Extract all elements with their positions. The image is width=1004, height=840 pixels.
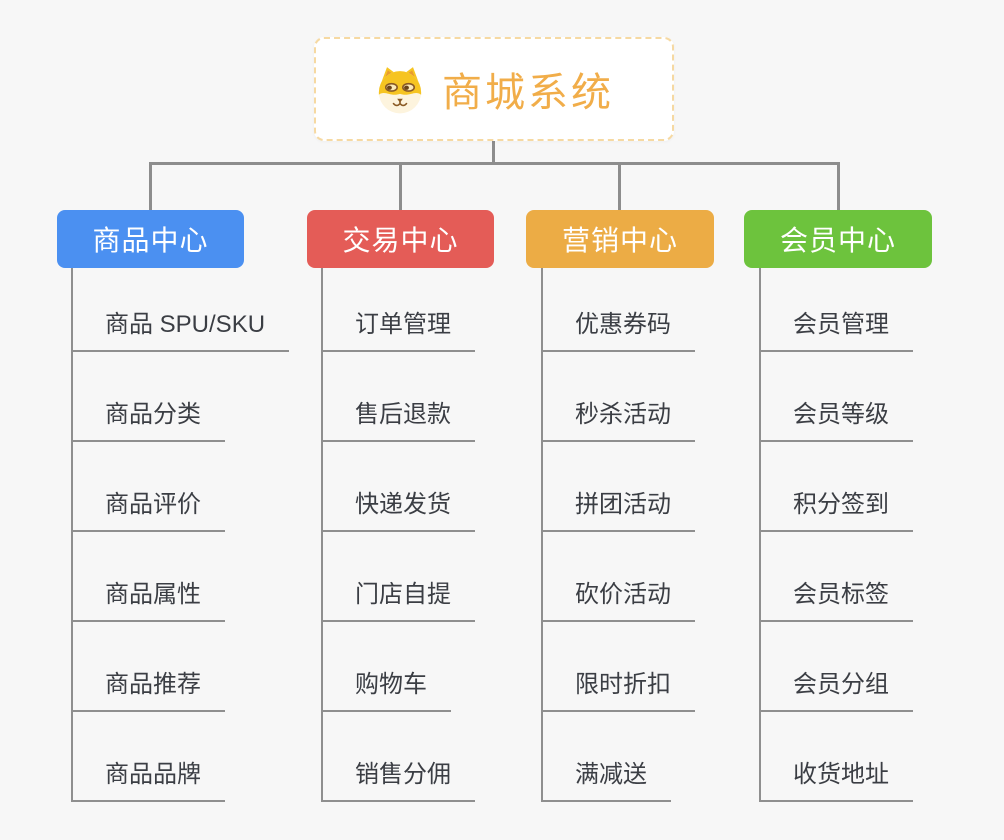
leaf-node[interactable]: 砍价活动	[541, 578, 695, 622]
branch-spine	[321, 268, 323, 802]
branch-drop-connector	[149, 162, 152, 210]
leaf-node[interactable]: 快递发货	[321, 488, 475, 532]
branch-node-member-center[interactable]: 会员中心	[744, 210, 932, 268]
doge-icon	[378, 67, 422, 114]
branch-spine	[541, 268, 543, 802]
leaf-node[interactable]: 积分签到	[759, 488, 913, 532]
leaf-node[interactable]: 收货地址	[759, 758, 913, 802]
leaf-node[interactable]: 商品品牌	[71, 758, 225, 802]
leaf-node[interactable]: 订单管理	[321, 308, 475, 352]
leaf-node[interactable]: 满减送	[541, 758, 671, 802]
leaf-node[interactable]: 会员管理	[759, 308, 913, 352]
root-node[interactable]: 商城系统	[314, 37, 674, 141]
branch-drop-connector	[399, 162, 402, 210]
branch-node-product-center[interactable]: 商品中心	[57, 210, 244, 268]
leaf-node[interactable]: 优惠券码	[541, 308, 695, 352]
branch-node-marketing-center[interactable]: 营销中心	[526, 210, 714, 268]
root-stem-connector	[492, 140, 495, 165]
leaf-node[interactable]: 会员标签	[759, 578, 913, 622]
branch-drop-connector	[837, 162, 840, 210]
leaf-node[interactable]: 会员等级	[759, 398, 913, 442]
leaf-node[interactable]: 限时折扣	[541, 668, 695, 712]
branch-node-trade-center[interactable]: 交易中心	[307, 210, 494, 268]
branch-drop-connector	[618, 162, 621, 210]
leaf-node[interactable]: 商品分类	[71, 398, 225, 442]
leaf-node[interactable]: 售后退款	[321, 398, 475, 442]
leaf-node[interactable]: 商品评价	[71, 488, 225, 532]
leaf-node[interactable]: 门店自提	[321, 578, 475, 622]
branch-spine	[71, 268, 73, 802]
leaf-node[interactable]: 商品推荐	[71, 668, 225, 712]
leaf-node[interactable]: 商品 SPU/SKU	[71, 308, 290, 352]
leaf-node[interactable]: 商品属性	[71, 578, 225, 622]
leaf-node[interactable]: 销售分佣	[321, 758, 475, 802]
root-title: 商城系统	[442, 71, 614, 115]
leaf-node[interactable]: 会员分组	[759, 668, 913, 712]
leaf-node[interactable]: 购物车	[321, 668, 451, 712]
leaf-node[interactable]: 拼团活动	[541, 488, 695, 532]
leaf-node[interactable]: 秒杀活动	[541, 398, 695, 442]
branch-spine	[759, 268, 761, 802]
branch-bus-connector	[149, 162, 840, 165]
